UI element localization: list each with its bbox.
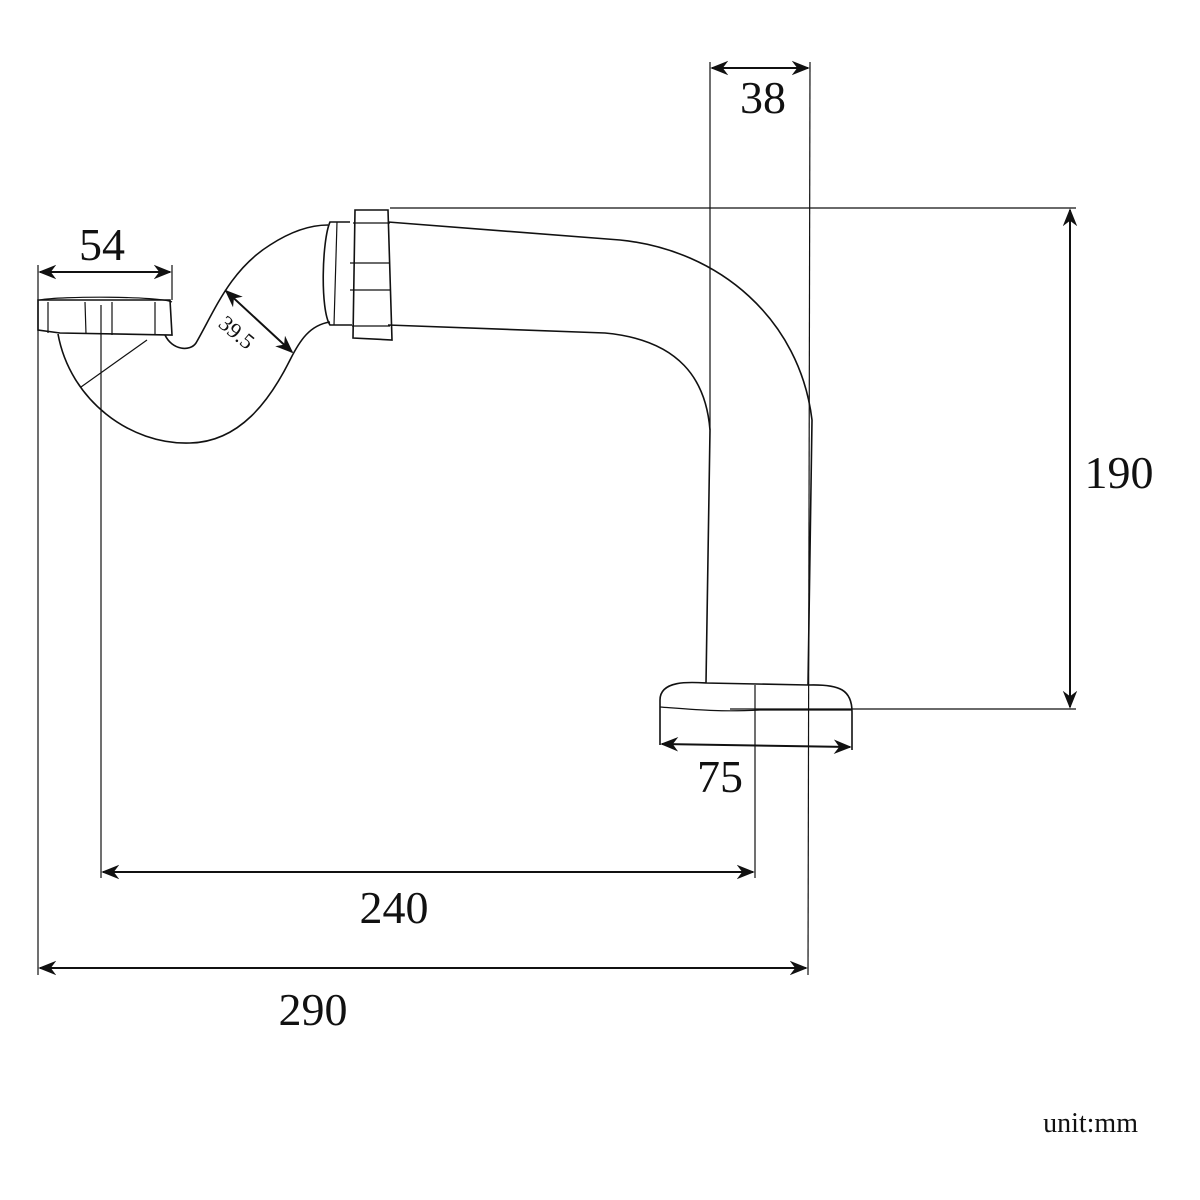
dim-label-290: 290 (279, 984, 348, 1035)
dim-label-190: 190 (1085, 447, 1154, 498)
dimension-38: 38 (709, 60, 811, 976)
dimension-290: 290 (38, 960, 808, 1035)
union-nut (322, 209, 393, 341)
dimension-75: 75 (660, 737, 852, 802)
dimension-39-5: 39.5 (214, 289, 294, 354)
dim-label-75: 75 (697, 751, 743, 802)
dim-label-240: 240 (360, 882, 429, 933)
dim-label-38: 38 (740, 72, 786, 123)
s-trap (37, 224, 331, 444)
base-flange (659, 681, 853, 750)
dimension-190: 190 (390, 207, 1154, 710)
dimension-240: 240 (100, 305, 756, 933)
pipe-outline (387, 221, 813, 686)
unit-label: unit:mm (1043, 1108, 1138, 1139)
dim-label-54: 54 (79, 219, 125, 270)
dimension-54: 54 (37, 219, 173, 975)
